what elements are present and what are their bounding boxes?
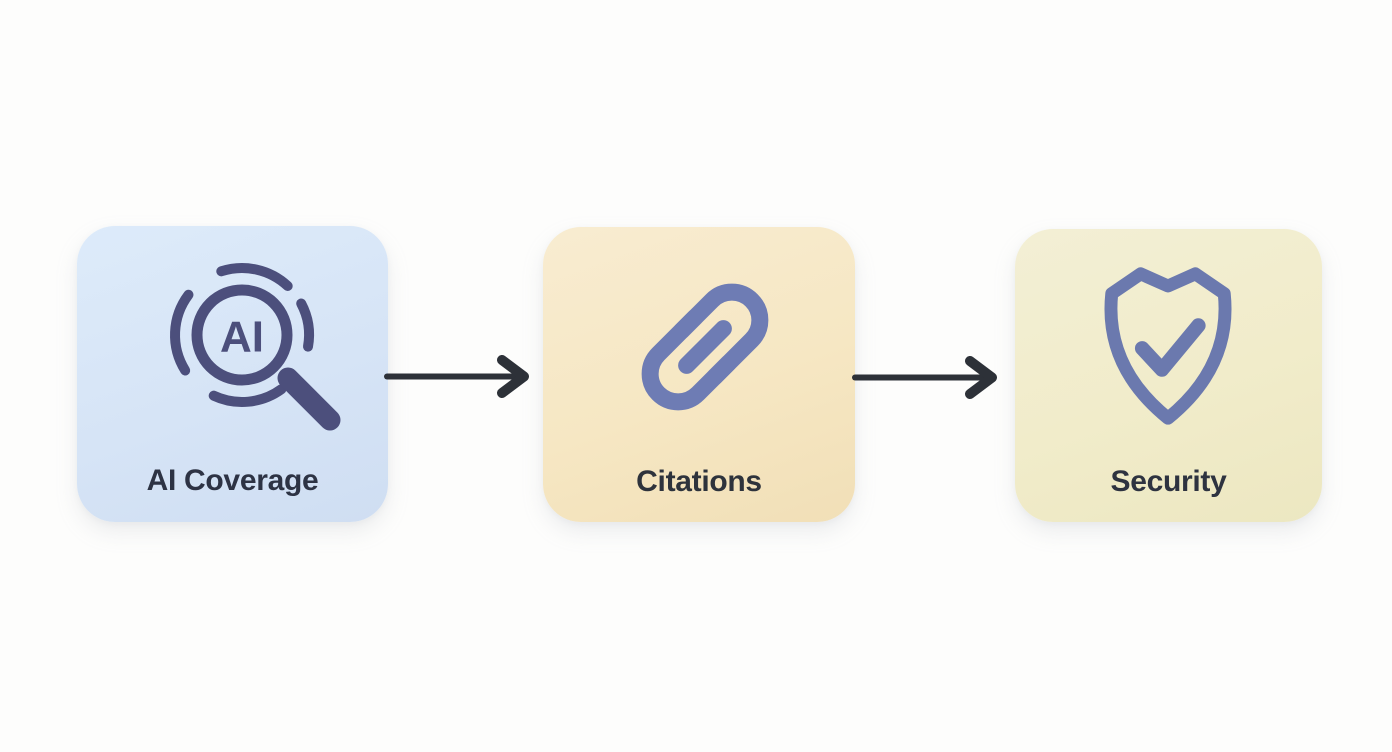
shield-check-icon <box>1092 257 1244 432</box>
chain-link-icon <box>625 267 785 427</box>
node-ai-coverage: AI AI Coverage <box>77 226 388 522</box>
node-citations: Citations <box>543 227 855 522</box>
node-security: Security <box>1015 229 1322 522</box>
node-label-ai-coverage: AI Coverage <box>146 464 319 497</box>
ai-icon-text: AI <box>220 313 264 362</box>
node-label-security: Security <box>1110 465 1227 498</box>
ai-magnifier-icon: AI <box>162 259 342 439</box>
flow-arrow-1 <box>383 355 533 399</box>
node-label-citations: Citations <box>636 465 762 498</box>
flow-arrow-2 <box>851 356 1001 400</box>
